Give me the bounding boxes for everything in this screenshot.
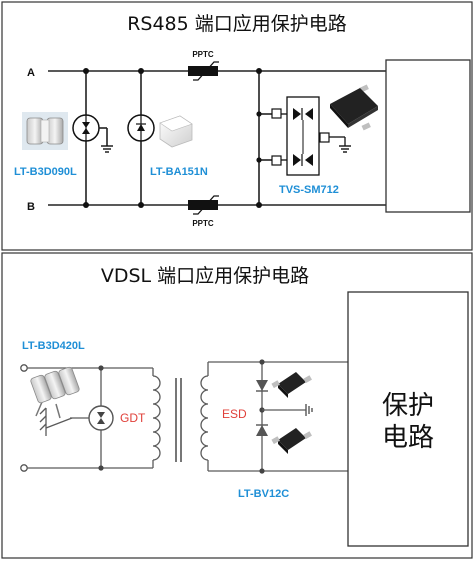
part-label-lt-b3d090l: LT-B3D090L [14,166,77,178]
pptc-bottom-label: PPTC [192,219,214,228]
tss-chip-photo-icon [159,115,193,148]
pptc-top: PPTC [188,50,219,81]
part-label-lt-bv12c: LT-BV12C [238,488,289,500]
line-b-label: B [27,201,35,213]
gdt-symbol [72,114,113,153]
ground-icon [101,145,113,153]
transformer-primary [152,368,161,468]
gdt-3pin-photo-icon [30,366,80,419]
gdt-tube-photo-icon [22,112,68,150]
vdsl-gdt-symbol [39,405,114,436]
tvs-array-symbol [271,96,351,176]
gdt-tag: GDT [120,411,146,425]
part-label-lt-b3d420l: LT-B3D420L [22,340,85,352]
rs485-panel: RS485 端口应用保护电路 A B [1,1,473,251]
vdsl-input-wires [20,364,153,472]
part-label-tvs-sm712: TVS-SM712 [279,184,339,196]
protection-circuit-box [347,291,469,547]
transformer-secondary [200,362,209,471]
rs485-junctions [83,68,262,208]
pptc-bottom: PPTC [188,195,219,228]
esd-tag: ESD [222,407,247,421]
vdsl-frame [1,252,473,559]
line-a-label: A [27,67,35,79]
protection-box-line1: 保护 [382,391,434,421]
part-label-lt-ba151n: LT-BA151N [150,166,208,178]
rs485-frame [1,1,473,251]
tss-symbol [127,114,155,142]
rs485-title: RS485 端口应用保护电路 [127,13,347,35]
pptc-top-label: PPTC [192,50,214,59]
transformer-core [175,378,182,462]
sot23-package-photo-icon [330,84,378,131]
sod-package-photo-icon [271,372,312,398]
vdsl-title: VDSL 端口应用保护电路 [101,265,309,287]
esd-diode-symbol [256,380,313,436]
sod-package-photo-icon-2 [271,428,312,454]
rs485-protected-device-box [385,59,471,213]
protection-box-line2: 电路 [382,423,434,453]
vdsl-panel: VDSL 端口应用保护电路 LT-B3D420L GDT [1,252,473,559]
